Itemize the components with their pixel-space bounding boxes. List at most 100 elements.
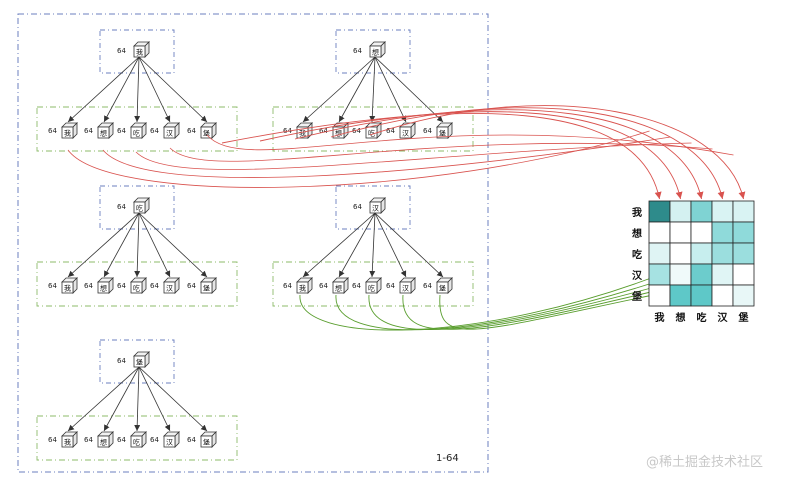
dim-label: 64 <box>319 127 328 135</box>
target-token-cube: 想 <box>97 277 114 294</box>
projection-arrow <box>374 212 407 278</box>
token-glyph: 我 <box>64 284 71 293</box>
dim-label: 64 <box>150 282 159 290</box>
projection-arrow <box>374 56 444 123</box>
token-glyph: 汉 <box>166 130 173 138</box>
projection-arrow <box>134 366 141 432</box>
token-glyph: 吃 <box>136 204 143 213</box>
target-token-cube: 汉 <box>399 122 416 139</box>
source-box <box>335 29 411 74</box>
matrix-cell <box>732 284 755 307</box>
dim-label: 64 <box>48 282 57 290</box>
projection-arrow <box>138 56 208 123</box>
matrix-cell <box>648 242 671 265</box>
target-group-box <box>36 261 238 307</box>
token-glyph: 吃 <box>368 129 375 138</box>
target-token-cube: 想 <box>97 122 114 139</box>
matrix-col-label: 我 <box>655 311 665 324</box>
dim-label: 64 <box>353 203 362 211</box>
target-group-box <box>36 106 238 152</box>
matrix-cell <box>690 284 713 307</box>
token-glyph: 想 <box>372 48 379 57</box>
target-token-cube: 汉 <box>163 122 180 139</box>
matrix-cell <box>711 221 734 244</box>
target-token-cube: 汉 <box>163 277 180 294</box>
matrix-row-label: 吃 <box>632 248 642 261</box>
dim-label: 64 <box>386 127 395 135</box>
matrix-cell <box>669 263 692 286</box>
projection-arrow <box>138 212 208 278</box>
target-token-cube: 汉 <box>399 277 416 294</box>
target-token-cube: 堡 <box>200 431 217 448</box>
dim-label: 64 <box>117 47 126 55</box>
dim-label: 64 <box>117 282 126 290</box>
query-flow-curve <box>135 142 692 170</box>
projection-arrow <box>138 366 208 432</box>
token-glyph: 想 <box>335 284 342 293</box>
projection-arrow <box>374 212 444 278</box>
matrix-cell <box>690 242 713 265</box>
query-flow-arrow <box>259 111 683 200</box>
target-token-cube: 吃 <box>130 431 147 448</box>
query-flow-curve <box>102 136 671 178</box>
matrix-row-label: 想 <box>631 227 642 240</box>
matrix-cell <box>669 284 692 307</box>
dim-label: 64 <box>117 436 126 444</box>
target-token-cube: 我 <box>61 122 78 139</box>
source-box <box>99 29 175 74</box>
target-token-cube: 堡 <box>436 277 453 294</box>
target-token-cube: 我 <box>296 277 313 294</box>
dim-label: 64 <box>319 282 328 290</box>
projection-arrow <box>302 56 376 123</box>
projection-arrow <box>338 212 376 278</box>
target-group-box <box>36 415 238 461</box>
projection-arrow <box>302 212 376 278</box>
target-token-cube: 吃 <box>365 277 382 294</box>
value-flow-arrow <box>402 279 698 330</box>
target-token-cube: 堡 <box>200 277 217 294</box>
projection-arrow <box>67 212 140 278</box>
attention-matrix: 我想吃汉堡我想吃汉堡 <box>631 200 755 324</box>
token-glyph: 吃 <box>133 438 140 447</box>
projection-arrow <box>67 366 140 432</box>
matrix-row-label: 我 <box>632 206 642 219</box>
token-glyph: 汉 <box>402 130 409 138</box>
matrix-cell <box>648 221 671 244</box>
dim-label: 64 <box>423 127 432 135</box>
target-token-cube: 想 <box>97 431 114 448</box>
dim-label: 64 <box>352 282 361 290</box>
matrix-cell <box>669 221 692 244</box>
target-token-cube: 想 <box>332 277 349 294</box>
token-glyph: 我 <box>64 129 71 138</box>
matrix-row-label: 堡 <box>632 290 642 303</box>
matrix-cell <box>669 242 692 265</box>
target-token-cube: 吃 <box>130 277 147 294</box>
matrix-col-label: 堡 <box>739 311 749 324</box>
token-glyph: 吃 <box>133 284 140 293</box>
token-glyph: 想 <box>100 284 107 293</box>
query-flow-arrow <box>221 113 662 200</box>
query-flow-curve <box>67 130 650 188</box>
query-flow-arrow <box>294 109 704 200</box>
projection-arrow <box>103 366 140 432</box>
dim-label: 64 <box>150 127 159 135</box>
dim-label: 64 <box>423 282 432 290</box>
matrix-cell <box>732 200 755 223</box>
source-box <box>99 339 175 384</box>
token-glyph: 堡 <box>203 284 210 293</box>
dim-label: 64 <box>187 127 196 135</box>
curved-arrows <box>67 105 746 331</box>
matrix-cell <box>711 242 734 265</box>
token-glyph: 汉 <box>402 285 409 293</box>
matrix-cell <box>732 221 755 244</box>
token-glyph: 我 <box>299 129 306 138</box>
matrix-cell <box>690 221 713 244</box>
dim-label: 64 <box>117 357 126 365</box>
dim-label: 64 <box>84 127 93 135</box>
token-glyph: 堡 <box>203 129 210 138</box>
